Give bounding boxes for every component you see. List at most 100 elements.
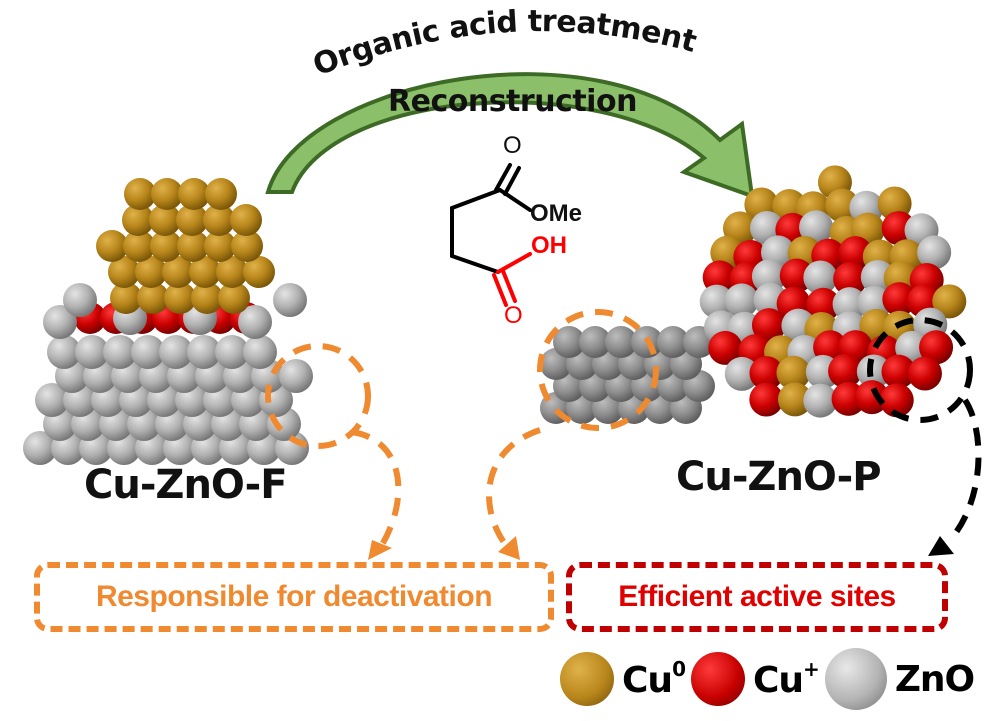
deactivation-callout-text: Responsible for deactivation: [95, 580, 493, 613]
cu-plus-atom: [751, 308, 786, 343]
cu0-atom: [123, 230, 155, 262]
active-sites-callout: Efficient active sites: [566, 562, 948, 632]
deactivation-marker-circle-p: [537, 309, 659, 431]
legend-cu0-species: Cu: [622, 660, 673, 701]
process-label-top: Organic acid treatment: [308, 4, 700, 83]
zno-atom: [131, 335, 165, 369]
cu0-atom: [191, 282, 223, 314]
active-site-marker-circle: [867, 317, 973, 423]
bond-c4-o-double-b: [501, 269, 517, 303]
molecule-structure: [450, 163, 532, 307]
cu0-atom: [230, 204, 262, 236]
active-sites-callout-text: Efficient active sites: [618, 580, 896, 613]
cu-plus-atom: [828, 354, 863, 389]
legend-cu0-charge: 0: [672, 657, 686, 681]
svg-text:Organic acid treatment: Organic acid treatment: [308, 4, 700, 83]
legend-cu-plus-species: Cu: [752, 660, 804, 701]
deactivation-callout: Responsible for deactivation: [34, 562, 554, 632]
zno-atom: [553, 326, 585, 358]
process-arrow-body: [265, 72, 755, 199]
cu-plus-atom: [749, 382, 784, 417]
legend-item-zno: ZnO: [824, 648, 975, 710]
zno-atom: [103, 335, 137, 369]
zno-atom: [63, 283, 97, 317]
deactivation-arrowhead-f: [368, 540, 392, 560]
cu0-atom: [108, 256, 140, 288]
cu0-atom: [135, 256, 167, 288]
bond-c2-o-double-a: [494, 163, 512, 192]
cu0-atom: [189, 256, 221, 288]
cu0-atom: [932, 284, 967, 319]
zno-atom: [724, 356, 759, 391]
deactivation-arrow-path-p: [486, 427, 541, 550]
cu0-atom: [777, 382, 812, 417]
cu0-atom: [178, 178, 210, 210]
cu0-atom: [203, 204, 235, 236]
cluster-cu-zno-p: [699, 165, 967, 418]
cu0-atom: [164, 282, 196, 314]
zno-atom: [215, 335, 249, 369]
process-label-bottom: Reconstruction: [388, 84, 637, 119]
cu0-atom: [776, 355, 811, 390]
bond-c1-c2: [450, 188, 502, 210]
bond-c2-o-double-b: [503, 166, 521, 196]
molecule-acid-label: OH: [531, 232, 567, 259]
cu-plus-atom: [833, 261, 868, 296]
bond-c4-o-double-a: [492, 273, 508, 307]
zno-atom: [273, 283, 307, 317]
zno-atom: [856, 354, 891, 389]
deactivation-arrow-path-f: [351, 429, 402, 550]
cu0-atom: [218, 282, 250, 314]
cu0-atom: [176, 204, 208, 236]
cu0-atom: [216, 256, 248, 288]
zno-atom: [799, 210, 834, 245]
molecule-ester-label: OMe: [530, 200, 583, 227]
cu0-atom: [151, 178, 183, 210]
legend: Cu0 Cu+ ZnO: [560, 648, 980, 710]
cu0-atom: [204, 230, 236, 262]
legend-item-cu-plus: Cu+: [690, 652, 820, 706]
deactivation-arrowhead-p: [498, 536, 520, 560]
zno-atom: [803, 260, 838, 295]
cu0-atom: [124, 178, 156, 210]
zno-atom: [159, 335, 193, 369]
cluster-cu-zno-f: [23, 178, 313, 465]
zno-atom: [43, 305, 77, 339]
process-arrow: [265, 72, 755, 199]
zno-atom: [832, 287, 867, 322]
catalyst-label-fresh: Cu-ZnO-F: [84, 462, 288, 508]
cu-plus-atom: [749, 356, 784, 391]
cu-plus-atom: [882, 282, 917, 317]
legend-zno-species: ZnO: [894, 658, 975, 700]
cluster-zno-detached: [540, 326, 715, 424]
cu0-atom: [149, 204, 181, 236]
catalyst-label-pretreated: Cu-ZnO-P: [676, 454, 882, 500]
copper-ion-sphere-icon: [690, 652, 745, 706]
zno-atom: [243, 335, 277, 369]
cu-plus-atom: [854, 380, 889, 415]
cu-plus-atom: [879, 383, 914, 418]
copper-metal-sphere-icon: [560, 652, 614, 706]
legend-cu-plus-charge: +: [803, 657, 820, 681]
cu0-atom: [205, 178, 237, 210]
active-site-arrowhead: [928, 536, 954, 556]
zno-atom: [724, 283, 759, 318]
cu-plus-atom: [806, 287, 841, 322]
cu0-atom: [122, 204, 154, 236]
cu0-atom: [137, 282, 169, 314]
cu-plus-atom: [907, 356, 942, 391]
zno-atom: [35, 383, 69, 417]
zno-atom: [605, 326, 637, 358]
process-label-top-text: Organic acid treatment: [308, 4, 700, 83]
cu0-atom: [150, 230, 182, 262]
bond-c3-c4: [450, 254, 500, 274]
zno-atom: [699, 284, 734, 319]
deactivation-marker-circle-f: [265, 343, 371, 449]
zinc-oxide-sphere-icon: [824, 648, 887, 710]
molecule-acid-carbonyl-o: O: [504, 302, 523, 329]
zno-atom: [579, 326, 611, 358]
cu0-atom: [177, 230, 209, 262]
active-site-arrow-path: [947, 398, 982, 542]
cu0-atom: [96, 230, 128, 262]
zno-atom: [657, 326, 689, 358]
